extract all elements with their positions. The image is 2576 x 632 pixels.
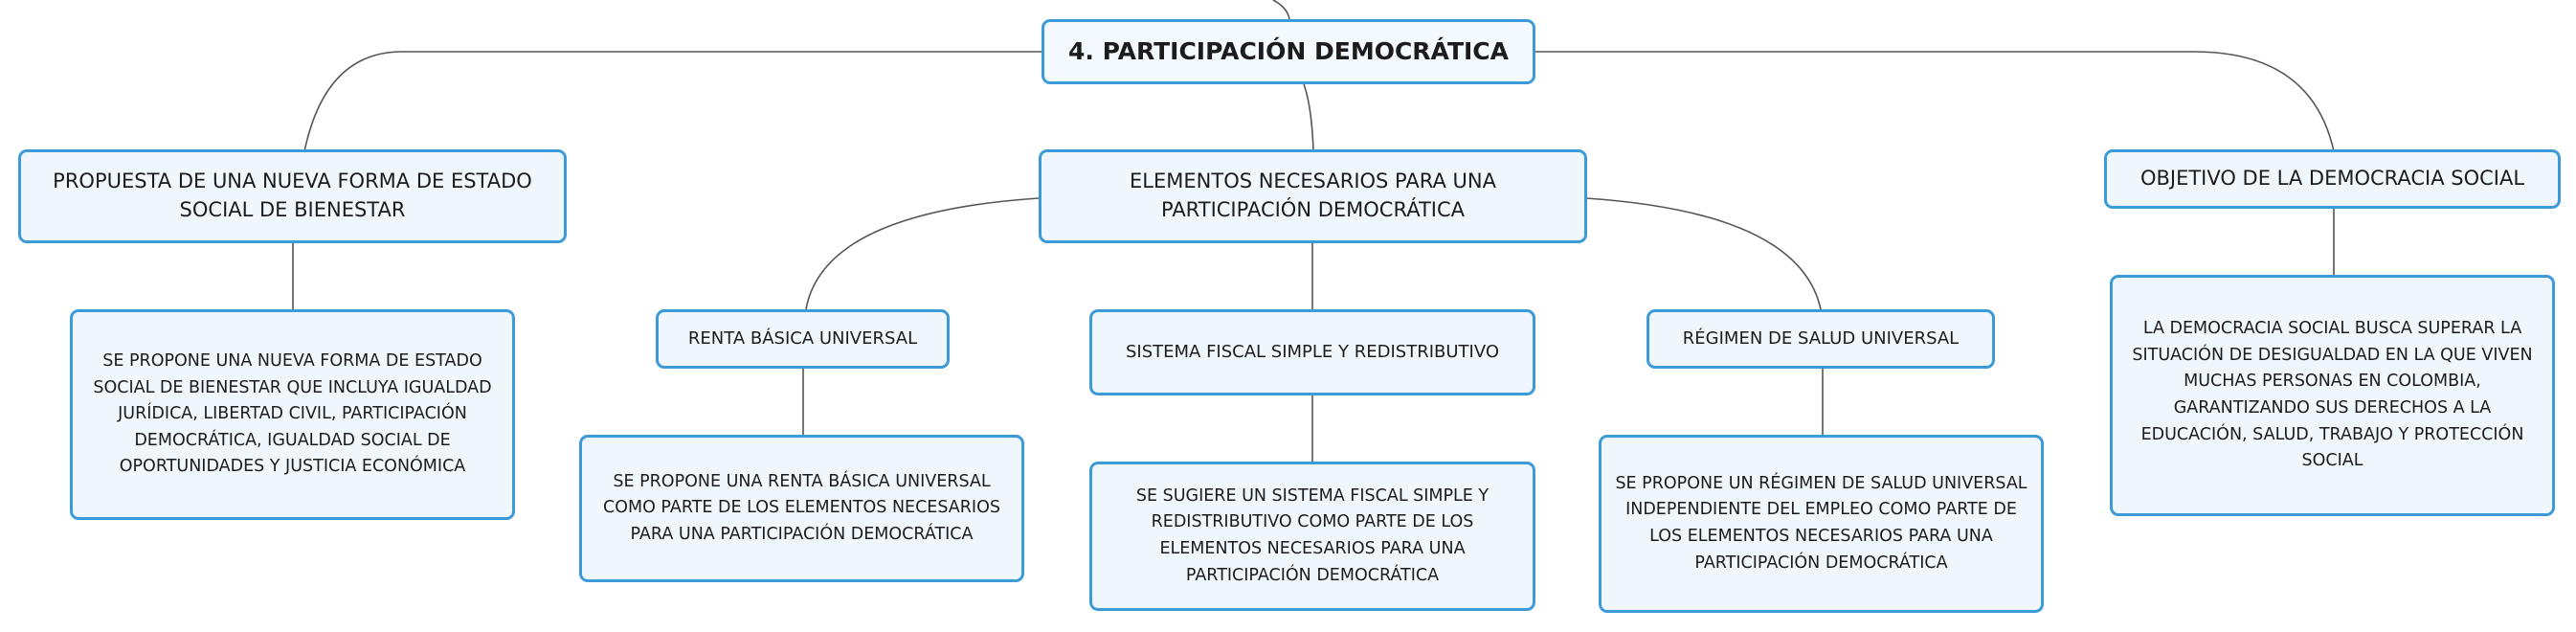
connector-root-left (303, 51, 1042, 152)
branch-objetivo-democracia-social[interactable]: OBJETIVO DE LA DEMOCRACIA SOCIAL (2104, 149, 2561, 209)
detail-objetivo-democracia-social[interactable]: LA DEMOCRACIA SOCIAL BUSCA SUPERAR LA SI… (2110, 275, 2555, 516)
topic-sistema-fiscal[interactable]: SISTEMA FISCAL SIMPLE Y REDISTRIBUTIVO (1089, 309, 1535, 395)
detail-objetivo-democracia-social-text: LA DEMOCRACIA SOCIAL BUSCA SUPERAR LA SI… (2132, 319, 2533, 471)
detail-salud-universal-text: SE PROPONE UN RÉGIMEN DE SALUD UNIVERSAL… (1615, 473, 2027, 573)
connector-center-renta (805, 197, 1040, 310)
topic-salud-universal-label: RÉGIMEN DE SALUD UNIVERSAL (1682, 327, 1960, 349)
branch-elementos-necesarios-label: ELEMENTOS NECESARIOS PARA UNA PARTICIPAC… (1130, 169, 1496, 221)
branch-elementos-necesarios[interactable]: ELEMENTOS NECESARIOS PARA UNA PARTICIPAC… (1039, 149, 1587, 243)
detail-nueva-forma-estado-text: SE PROPONE UNA NUEVA FORMA DE ESTADO SOC… (93, 350, 492, 477)
topic-salud-universal[interactable]: RÉGIMEN DE SALUD UNIVERSAL (1646, 309, 1995, 369)
detail-sistema-fiscal-text: SE SUGIERE UN SISTEMA FISCAL SIMPLE Y RE… (1135, 485, 1490, 585)
connector-root-center (1303, 83, 1314, 150)
topic-renta-basica[interactable]: RENTA BÁSICA UNIVERSAL (656, 309, 950, 369)
connector-parent-root (1272, 0, 1290, 20)
branch-nueva-forma-estado-label: PROPUESTA DE UNA NUEVA FORMA DE ESTADO S… (53, 169, 532, 221)
topic-sistema-fiscal-label: SISTEMA FISCAL SIMPLE Y REDISTRIBUTIVO (1125, 341, 1500, 362)
connector-center-salud (1585, 197, 1822, 310)
detail-renta-basica[interactable]: SE PROPONE UNA RENTA BÁSICA UNIVERSAL CO… (579, 435, 1024, 582)
root-node[interactable]: 4. PARTICIPACIÓN DEMOCRÁTICA (1042, 19, 1535, 84)
detail-renta-basica-text: SE PROPONE UNA RENTA BÁSICA UNIVERSAL CO… (603, 471, 1000, 544)
connector-root-right (1534, 51, 2335, 152)
topic-renta-basica-label: RENTA BÁSICA UNIVERSAL (687, 327, 918, 349)
branch-nueva-forma-estado[interactable]: PROPUESTA DE UNA NUEVA FORMA DE ESTADO S… (18, 149, 567, 243)
root-node-label: 4. PARTICIPACIÓN DEMOCRÁTICA (1067, 36, 1510, 65)
detail-sistema-fiscal[interactable]: SE SUGIERE UN SISTEMA FISCAL SIMPLE Y RE… (1089, 462, 1535, 611)
branch-objetivo-democracia-social-label: OBJETIVO DE LA DEMOCRACIA SOCIAL (2139, 167, 2525, 191)
detail-nueva-forma-estado[interactable]: SE PROPONE UNA NUEVA FORMA DE ESTADO SOC… (70, 309, 515, 520)
detail-salud-universal[interactable]: SE PROPONE UN RÉGIMEN DE SALUD UNIVERSAL… (1599, 435, 2044, 613)
